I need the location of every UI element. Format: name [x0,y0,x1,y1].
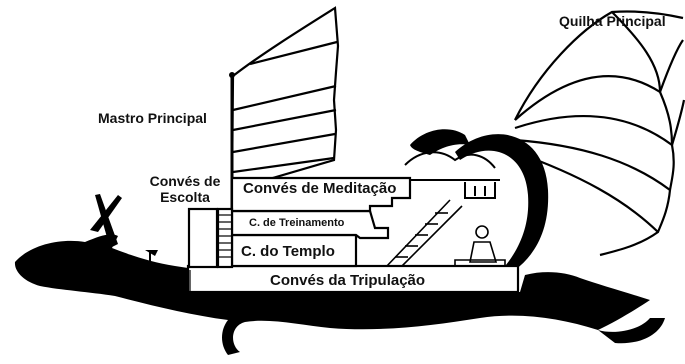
dragon-hull [14,194,665,355]
dragon-neck [410,129,549,272]
dragon-head [410,129,470,155]
bow-post [145,250,158,262]
dragon-tail [598,318,665,344]
mast-label: Mastro Principal [98,110,207,126]
main-sail [230,6,340,192]
escort-deck-line: Convés de Escolta [149,173,221,205]
keel-label: Quilha Principal [559,13,666,29]
dragon-horn [95,194,118,248]
seated-figure [454,225,506,267]
temple-deck-label: C. do Templo [241,243,335,260]
training-deck-label: C. de Treinamento [249,217,345,229]
pagoda [400,151,500,199]
crew-deck-label: Convés da Tripulação [270,272,426,289]
meditation-deck-label: Convés de Meditação [243,180,397,197]
staircase [384,199,463,269]
deck-structures [186,176,520,294]
escort-deck-label: Convés de Escolta [140,173,230,205]
